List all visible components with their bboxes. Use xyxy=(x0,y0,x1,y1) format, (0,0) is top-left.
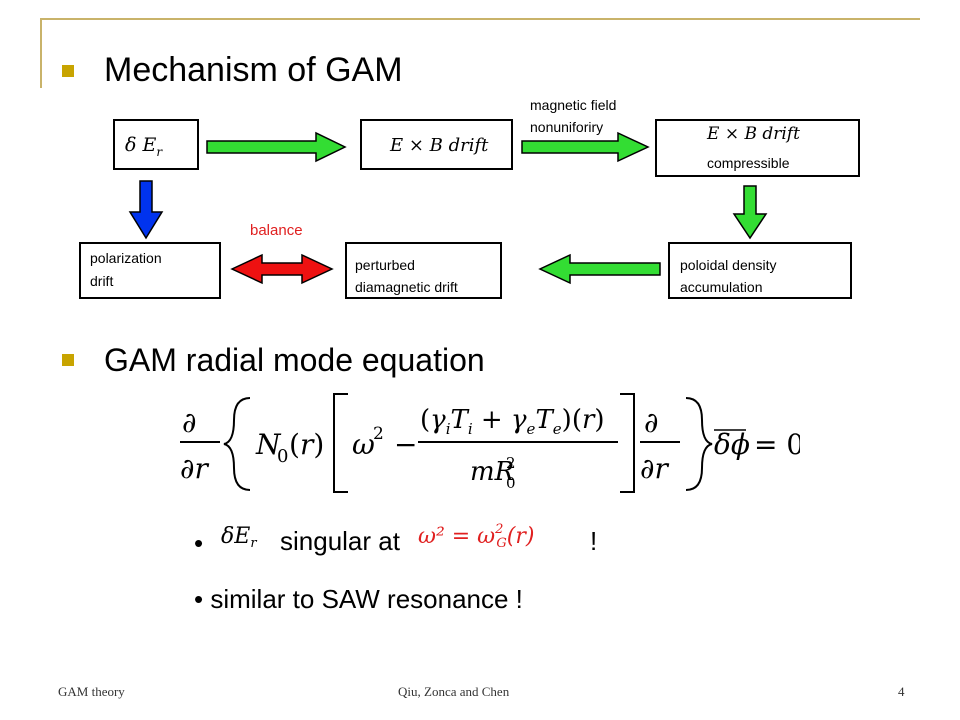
bullet-1-dot: • xyxy=(194,528,204,558)
svg-text:0: 0 xyxy=(277,446,288,467)
svg-text:0: 0 xyxy=(506,474,516,492)
exb-drift-box: E × B drift xyxy=(360,119,513,170)
page-number: 4 xyxy=(898,684,905,699)
perturbed-label-2: diamagnetic drift xyxy=(355,279,458,295)
footer-center: Qiu, Zonca and Chen xyxy=(398,684,510,699)
slide-frame-left xyxy=(40,18,42,88)
resonance-formula: ω² = ω2G(r) xyxy=(418,522,578,560)
svg-text:2: 2 xyxy=(373,424,384,444)
polarization-label-2: drift xyxy=(90,273,114,289)
arrow-er-to-exb xyxy=(206,131,347,163)
svg-text:∂: ∂ xyxy=(644,406,658,439)
title-bullet xyxy=(62,65,74,77)
section-bullet xyxy=(62,354,74,366)
svg-text:∂r: ∂r xyxy=(180,452,209,485)
nonuniformity-label: nonuniforiry xyxy=(530,119,604,135)
arrow-poloidal-to-perturbed xyxy=(538,253,661,285)
footer-left: GAM theory xyxy=(58,684,125,699)
poloidal-density-box: poloidal density accumulation xyxy=(668,242,852,299)
poloidal-label-2: accumulation xyxy=(680,279,763,295)
svg-text:2: 2 xyxy=(506,454,516,472)
polarization-label-1: polarization xyxy=(90,250,162,266)
gam-radial-mode-equation: ∂ ∂r N 0 (r) ω 2 − (γiTi + γeTe)(r) mR 2… xyxy=(180,393,800,493)
exb-compressible-math: E × B drift xyxy=(707,124,800,144)
exb-compressible-box: E × B drift compressible xyxy=(655,119,860,177)
svg-text:(r): (r) xyxy=(289,428,324,461)
delta-er-formula-text: δE xyxy=(221,524,251,549)
section-title: GAM radial mode equation xyxy=(104,342,485,378)
svg-text:(γiTi + γeTe)(r): (γiTi + γeTe)(r) xyxy=(420,405,605,438)
delta-er-formula-sub: r xyxy=(250,536,257,552)
balance-label: balance xyxy=(250,222,303,239)
delta-er-formula: δEr xyxy=(221,524,271,554)
exb-drift-text: E × B drift xyxy=(390,135,489,156)
arrow-er-to-polarization xyxy=(128,180,164,240)
svg-text:mR: mR xyxy=(470,457,514,487)
bullet-2-text: • similar to SAW resonance ! xyxy=(194,584,523,614)
svg-text:= 0: = 0 xyxy=(754,428,800,461)
arrow-compressible-to-poloidal xyxy=(732,185,768,240)
svg-text:−: − xyxy=(394,428,417,461)
polarization-drift-box: polarization drift xyxy=(79,242,221,299)
svg-text:∂: ∂ xyxy=(182,406,196,439)
resonance-formula-tail: (r) xyxy=(506,524,535,549)
perturbed-label-1: perturbed xyxy=(355,257,415,273)
svg-text:ω: ω xyxy=(352,428,375,461)
bullet-1-end: ! xyxy=(590,526,598,556)
delta-er-text: δ E xyxy=(125,134,157,156)
balance-double-arrow xyxy=(230,253,334,285)
compressible-label: compressible xyxy=(707,155,790,171)
bullet-1-text: singular at xyxy=(280,526,400,556)
resonance-formula-main: ω² = ω xyxy=(418,524,496,549)
delta-er-box: δ Er xyxy=(113,119,199,170)
svg-text:N: N xyxy=(255,428,282,461)
resonance-formula-sup: 2 xyxy=(495,522,504,537)
slide-frame-top xyxy=(40,18,920,20)
poloidal-label-1: poloidal density xyxy=(680,257,777,273)
svg-text:δϕ: δϕ xyxy=(714,428,750,461)
slide-title: Mechanism of GAM xyxy=(104,51,403,89)
perturbed-diamagnetic-box: perturbed diamagnetic drift xyxy=(345,242,502,299)
delta-er-sub: r xyxy=(156,144,163,159)
resonance-formula-sub: G xyxy=(496,536,507,552)
svg-text:∂r: ∂r xyxy=(640,452,669,485)
magnetic-field-label: magnetic field xyxy=(530,97,617,113)
arrow-exb-to-compressible xyxy=(521,131,650,163)
